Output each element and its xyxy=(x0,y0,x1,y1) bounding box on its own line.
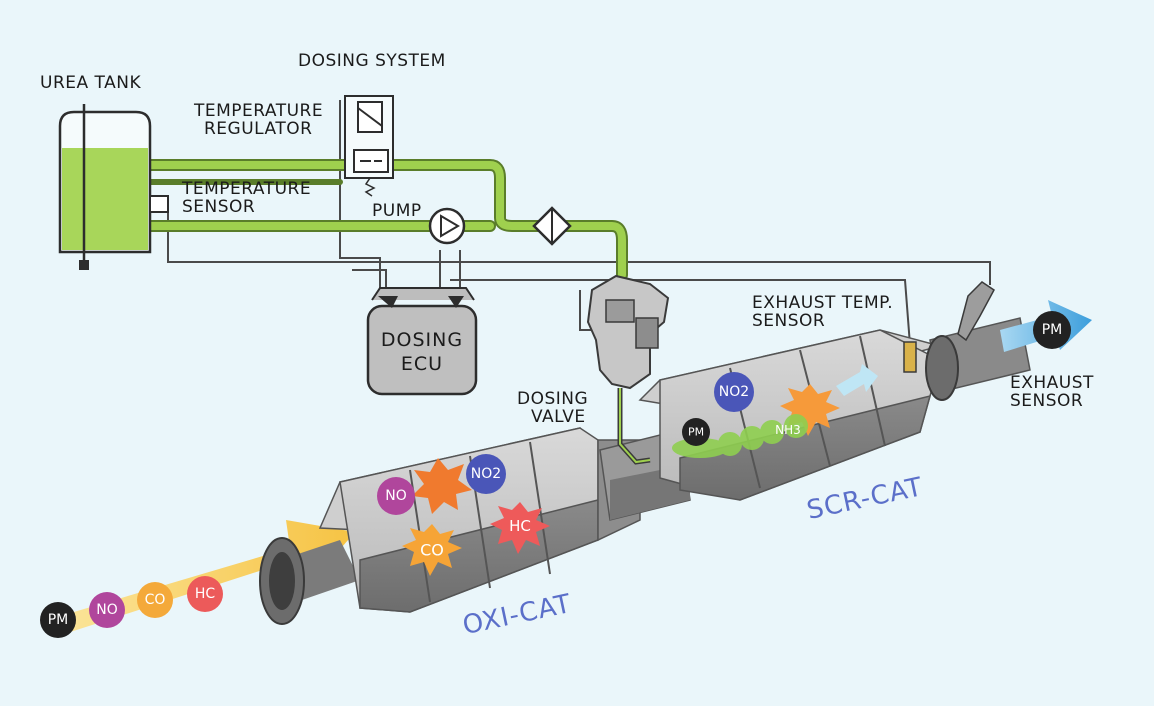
label-urea-tank: UREA TANK xyxy=(40,73,142,93)
label-dosing-valve-line2: VALVE xyxy=(531,407,586,427)
urea-tank xyxy=(58,104,169,270)
molecule-no2-oxi-label: NO2 xyxy=(471,466,501,482)
dosing-ecu: DOSING ECU xyxy=(366,287,478,396)
molecule-no-inlet-label: NO xyxy=(96,602,118,618)
molecule-no-oxi xyxy=(377,477,415,515)
wire-valve xyxy=(579,290,592,331)
filter xyxy=(532,206,572,246)
pump xyxy=(428,207,466,245)
dosing-ecu-label-line2: ECU xyxy=(401,353,443,375)
wire-exhaust-temp xyxy=(450,279,911,346)
molecule-pm-scr xyxy=(682,418,710,446)
molecule-hc-inlet xyxy=(187,576,223,612)
label-dosing-system: DOSING SYSTEM xyxy=(298,51,446,71)
molecule-pm-outlet xyxy=(1033,311,1071,349)
molecule-co-oxi-label: CO xyxy=(420,541,444,560)
molecule-pm-inlet xyxy=(40,602,76,638)
label-pump: PUMP xyxy=(372,201,422,221)
label-temp-regulator-line2: REGULATOR xyxy=(204,119,313,139)
molecule-hc-oxi-label: HC xyxy=(509,517,531,535)
label-exhaust-sensor-line1: EXHAUST xyxy=(1010,373,1094,393)
molecule-pm-outlet-label: PM xyxy=(1042,322,1063,338)
molecule-hc-inlet-label: HC xyxy=(195,586,216,602)
oxi-molecules: NO NO2 CO HC xyxy=(377,454,531,560)
molecule-pm-inlet-label: PM xyxy=(48,612,69,628)
molecule-no2-scr xyxy=(714,372,754,412)
label-temp-regulator-line1: TEMPERATURE xyxy=(194,101,324,121)
scr-molecules: NO2 PM NH3 xyxy=(682,372,801,446)
temperature-regulator-valve xyxy=(344,95,394,197)
molecule-no-inlet xyxy=(89,592,125,628)
exhaust-temp-sensor-probe xyxy=(903,341,917,373)
label-exhaust-temp-line1: EXHAUST TEMP. xyxy=(752,293,894,313)
molecule-pm-scr-label: PM xyxy=(688,426,704,439)
dosing-valve-assembly xyxy=(586,274,670,465)
dosing-ecu-label-line1: DOSING xyxy=(381,329,463,351)
scr-cat-body xyxy=(638,329,943,501)
inlet-molecules: PM NO CO HC xyxy=(40,576,223,638)
outlet-molecules: PM xyxy=(1033,311,1071,349)
molecule-co-inlet-label: CO xyxy=(145,592,166,608)
molecule-no-oxi-label: NO xyxy=(385,488,407,504)
molecule-no2-oxi xyxy=(466,454,506,494)
inlet-pipe xyxy=(259,537,360,625)
burst-oxi-hc xyxy=(490,502,550,554)
burst-oxi-co xyxy=(402,524,462,576)
label-temp-sensor-line1: TEMPERATURE xyxy=(182,179,312,199)
label-temp-sensor-line2: SENSOR xyxy=(182,197,256,217)
scr-plume xyxy=(836,364,878,396)
molecule-co-inlet xyxy=(137,582,173,618)
exhaust-sensor-probe xyxy=(957,281,995,342)
molecule-no2-scr-label: NO2 xyxy=(719,384,749,400)
label-exhaust-temp-line2: SENSOR xyxy=(752,311,826,331)
molecule-nh3-scr-label: NH3 xyxy=(775,423,801,437)
burst-oxi-1 xyxy=(412,458,472,514)
urea-spray xyxy=(672,414,808,458)
label-dosing-valve-line1: DOSING xyxy=(517,389,589,409)
label-exhaust-sensor-line2: SENSOR xyxy=(1010,391,1084,411)
wire-temp-sensor xyxy=(167,210,991,285)
